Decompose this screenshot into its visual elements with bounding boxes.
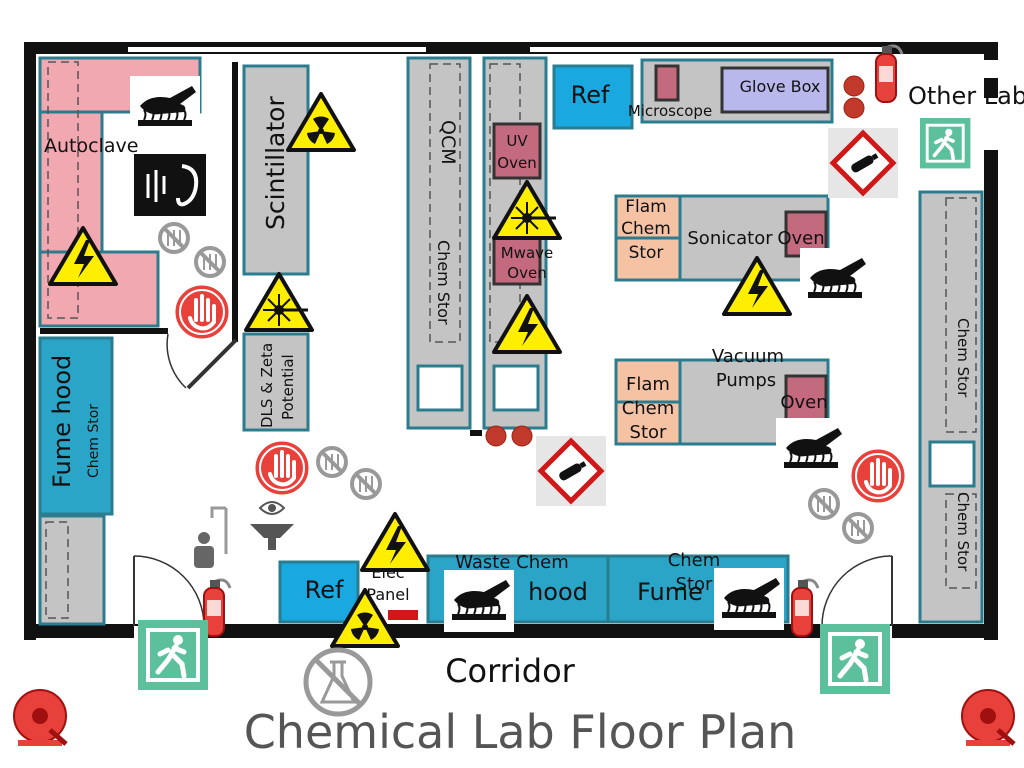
compressed-gas-icon xyxy=(536,436,606,506)
flam-2-label-2: Chem xyxy=(622,398,675,419)
qcm-label: QCM xyxy=(437,120,459,165)
gas-cylinders-top xyxy=(843,75,865,119)
exit-sign-icon xyxy=(820,624,890,694)
no-drink-icon xyxy=(194,246,226,278)
flam-chem-stor-2a xyxy=(614,358,682,404)
hearing-protection-icon xyxy=(134,154,206,216)
mwave-oven-label-1: Mwave xyxy=(501,244,554,262)
right-sink xyxy=(928,440,976,488)
exit-sign-icon xyxy=(138,620,208,690)
ref-top xyxy=(552,64,634,130)
bottom-chem-label: Chem xyxy=(668,550,721,571)
glove-box-label: Glove Box xyxy=(740,77,821,96)
electrical-hazard-icon xyxy=(360,512,430,572)
scintillator-label: Scintillator xyxy=(261,96,290,230)
flam-chem-stor-1b xyxy=(614,236,682,282)
no-food-icon xyxy=(808,488,840,520)
right-chem-bench xyxy=(918,190,984,624)
exit-sign-icon xyxy=(918,116,973,171)
no-drink-icon xyxy=(842,512,874,544)
eyewash-icon xyxy=(250,501,294,550)
fire-extinguisher-icon xyxy=(874,44,904,104)
oven-bench-sink xyxy=(492,364,540,412)
bottom-stor-label: Stor xyxy=(676,574,713,595)
other-lab-label: Other Lab xyxy=(908,82,1024,110)
outer-walls xyxy=(24,42,1000,640)
hot-surface-icon xyxy=(713,567,785,631)
flam-2-label-3: Stor xyxy=(630,422,667,443)
plan-title: Chemical Lab Floor Plan xyxy=(244,705,797,759)
ref-bottom xyxy=(278,560,360,624)
hot-surface-icon xyxy=(799,247,871,311)
qcm-sink xyxy=(416,364,464,412)
no-drink-icon xyxy=(350,468,382,500)
flam-1-label-2: Chem xyxy=(621,219,671,239)
uv-oven xyxy=(492,122,542,180)
laser-hazard-icon xyxy=(244,272,314,332)
fume-hood-left-chem-stor-label: Chem Stor xyxy=(86,404,102,478)
hot-surface-icon xyxy=(775,417,847,481)
fume-hood-left-label: Fume hood xyxy=(48,355,76,488)
flam-chem-stor-2b xyxy=(614,400,682,446)
flam-2-label-1: Flam xyxy=(626,374,670,395)
no-food-icon xyxy=(316,446,348,478)
corridor-label: Corridor xyxy=(445,652,575,690)
right-chem-stor-label-1: Chem Stor xyxy=(954,318,972,398)
gas-cylinders-middle xyxy=(485,425,533,447)
ppe-required-icon xyxy=(252,438,312,498)
uv-oven-label-1: UV xyxy=(506,132,528,150)
glove-box xyxy=(720,66,830,114)
fire-alarm-icon xyxy=(962,690,1014,746)
sonicator-oven-label: Oven xyxy=(777,228,824,249)
ref-bottom-label: Ref xyxy=(305,576,344,604)
vacuum-label-2: Pumps xyxy=(716,370,776,391)
uv-oven-label-2: Oven xyxy=(497,154,536,172)
potential-label: Potential xyxy=(279,354,297,420)
fume-hood-left xyxy=(38,336,114,516)
left-bottom-storage-outline xyxy=(45,521,69,619)
left-bottom-bench xyxy=(38,514,106,626)
safety-shower-icon xyxy=(186,504,238,572)
elec-panel-box xyxy=(388,610,418,620)
dls-label: DLS & Zeta xyxy=(258,343,276,428)
fire-alarm-icon xyxy=(14,690,66,746)
waste-hood-label: hood xyxy=(528,578,588,606)
compressed-gas-icon xyxy=(828,128,898,198)
no-chemicals-corridor-icon xyxy=(303,647,373,717)
no-food-icon xyxy=(158,222,190,254)
right-chem-stor-label-2: Chem Stor xyxy=(954,492,972,572)
vacuum-oven-label: Oven xyxy=(780,392,827,413)
elec-label-2: Panel xyxy=(366,585,409,604)
ref-top-label: Ref xyxy=(571,81,610,109)
qcm-chem-stor-label: Chem Stor xyxy=(434,240,453,325)
microscope-label: Microscope xyxy=(628,102,712,120)
flam-1-label-3: Stor xyxy=(629,243,664,263)
ppe-required-icon xyxy=(172,282,232,342)
right-chem-storage-outline-2 xyxy=(945,493,977,589)
right-chem-storage-outline-1 xyxy=(945,197,977,433)
waste-chem-label: Waste Chem xyxy=(455,552,569,573)
microscope xyxy=(654,64,680,102)
qcm-storage-outline xyxy=(429,63,461,343)
flam-1-label-1: Flam xyxy=(625,197,666,217)
sonicator-label: Sonicator xyxy=(687,228,773,249)
scintillator-bench xyxy=(242,64,310,276)
dls-bench xyxy=(242,332,310,432)
ppe-required-icon xyxy=(848,446,908,506)
vacuum-label-1: Vacuum xyxy=(712,346,784,367)
hot-surface-icon xyxy=(129,75,201,139)
fume-label: Fume xyxy=(637,578,703,606)
flam-chem-stor-1a xyxy=(614,194,682,240)
mwave-oven-label-2: Oven xyxy=(507,264,546,282)
autoclave-label: Autoclave xyxy=(44,135,138,157)
hot-surface-icon xyxy=(443,569,515,633)
